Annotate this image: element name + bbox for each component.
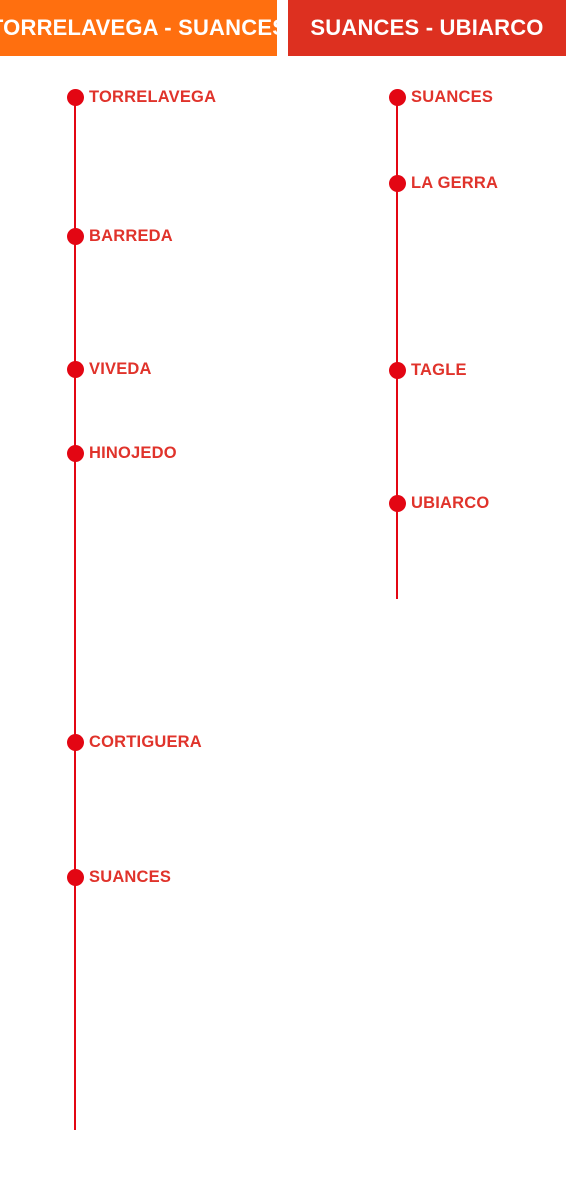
stop-dot-icon (389, 89, 406, 106)
stop-label: HINOJEDO (89, 444, 177, 462)
stop-label: TAGLE (411, 361, 467, 379)
stop-dot-icon (67, 445, 84, 462)
stop-label: BARREDA (89, 227, 173, 245)
route-line (396, 97, 398, 599)
stop-label: SUANCES (411, 88, 494, 106)
stop-dot-icon (389, 495, 406, 512)
route-line (74, 97, 76, 1130)
stop-dot-icon (67, 228, 84, 245)
stop-dot-icon (67, 361, 84, 378)
stop-label: UBIARCO (411, 494, 490, 512)
tab-torrelavega-suances[interactable]: TORRELAVEGA - SUANCES (0, 0, 287, 56)
stop-dot-icon (67, 869, 84, 886)
stop-dot-icon (389, 175, 406, 192)
stop-label: LA GERRA (411, 174, 499, 192)
stop-label: VIVEDA (89, 360, 152, 378)
stop-label: SUANCES (89, 868, 172, 886)
stop-dot-icon (389, 362, 406, 379)
stop-label: CORTIGUERA (89, 733, 202, 751)
tab-suances-ubiarco[interactable]: SUANCES - UBIARCO (288, 0, 566, 56)
stop-dot-icon (67, 734, 84, 751)
stop-dot-icon (67, 89, 84, 106)
stop-label: TORRELAVEGA (89, 88, 217, 106)
